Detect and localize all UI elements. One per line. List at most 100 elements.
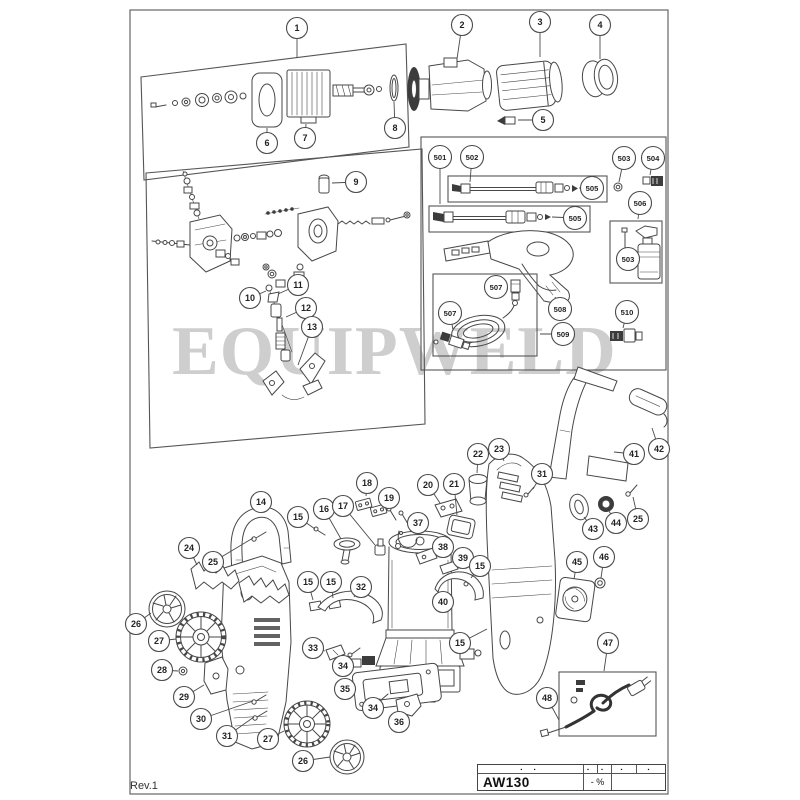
part-label-27: 27 xyxy=(147,629,177,653)
svg-text:30: 30 xyxy=(196,714,206,724)
part-label-15: 15 xyxy=(468,554,492,579)
svg-text:506: 506 xyxy=(634,199,647,208)
svg-text:19: 19 xyxy=(384,493,394,503)
svg-text:15: 15 xyxy=(303,577,313,587)
part-label-1: 1 xyxy=(285,16,309,58)
svg-text:509: 509 xyxy=(557,330,570,339)
svg-text:27: 27 xyxy=(263,734,273,744)
part-label-18: 18 xyxy=(355,471,379,497)
seal-43 xyxy=(569,493,589,521)
svg-text:6: 6 xyxy=(264,138,269,148)
svg-text:45: 45 xyxy=(572,557,582,567)
bracket-38 xyxy=(415,547,438,565)
part-label-15: 15 xyxy=(448,628,488,655)
svg-text:27: 27 xyxy=(154,636,164,646)
funnel-16 xyxy=(333,537,361,565)
clamp-37 xyxy=(397,530,418,548)
svg-text:48: 48 xyxy=(542,693,552,703)
sheet-border xyxy=(129,9,669,795)
screw-25-left xyxy=(251,531,267,542)
part-label-26: 26 xyxy=(291,749,331,773)
svg-text:46: 46 xyxy=(599,552,609,562)
part-label-4: 4 xyxy=(588,13,612,59)
screw-15-left xyxy=(313,526,326,536)
ubracket-40 xyxy=(434,571,484,601)
part-label-46: 46 xyxy=(592,545,616,579)
part-label-6: 6 xyxy=(255,128,279,155)
svg-text:20: 20 xyxy=(423,480,433,490)
part-label-2: 2 xyxy=(450,13,474,60)
model-spec: - % xyxy=(584,774,612,790)
part-label-25: 25 xyxy=(626,496,650,531)
part-label-34: 34 xyxy=(331,654,355,678)
adapter-510 xyxy=(610,328,643,343)
bracket-36 xyxy=(395,693,422,717)
revision-text: Rev.1 xyxy=(130,780,158,792)
part-label-510: 510 xyxy=(614,299,640,329)
part-label-48: 48 xyxy=(535,686,560,721)
fitting-504 xyxy=(642,176,663,186)
svg-text:1: 1 xyxy=(294,23,299,33)
motor-housing-3 xyxy=(496,60,563,111)
part-label-40: 40 xyxy=(431,590,455,614)
clip-39 xyxy=(439,560,459,575)
svg-text:26: 26 xyxy=(298,756,308,766)
svg-text:15: 15 xyxy=(455,638,465,648)
pump-head-assembly xyxy=(407,57,492,112)
part-label-32: 32 xyxy=(349,575,373,599)
svg-text:29: 29 xyxy=(179,692,189,702)
svg-text:15: 15 xyxy=(326,577,336,587)
part-label-501: 501 xyxy=(427,144,453,204)
plate-18a xyxy=(354,497,373,511)
table-header-col2b: ▪ xyxy=(598,765,612,773)
svg-text:32: 32 xyxy=(356,582,366,592)
svg-text:34: 34 xyxy=(368,703,378,713)
part-label-25: 25 xyxy=(201,537,254,574)
part-label-31: 31 xyxy=(215,716,255,748)
part-label-3: 3 xyxy=(528,10,552,57)
svg-text:41: 41 xyxy=(629,449,639,459)
part-label-509: 509 xyxy=(540,321,576,347)
svg-text:502: 502 xyxy=(466,153,479,162)
svg-text:33: 33 xyxy=(308,643,318,653)
svg-text:36: 36 xyxy=(394,717,404,727)
part-label-7: 7 xyxy=(293,123,317,150)
part-label-47: 47 xyxy=(596,631,620,672)
part-label-29: 29 xyxy=(172,684,205,709)
inlet-nozzle-5 xyxy=(497,116,516,125)
hose-box xyxy=(432,273,538,357)
part-label-35: 35 xyxy=(333,677,357,701)
screw-34a xyxy=(347,647,361,658)
model-table-header: ▪ ▪ ▪ ▪ ▪ ▪ xyxy=(478,765,665,774)
part-label-503: 503 xyxy=(615,246,641,272)
clip-33 xyxy=(325,644,346,661)
wheel-27-lower xyxy=(283,700,331,748)
part-label-506: 506 xyxy=(627,190,653,220)
svg-text:503: 503 xyxy=(622,255,635,264)
svg-text:21: 21 xyxy=(449,479,459,489)
end-ring-4 xyxy=(581,58,619,98)
svg-text:9: 9 xyxy=(353,177,358,187)
lance-box-1 xyxy=(447,175,608,203)
part-label-508: 508 xyxy=(547,296,573,322)
svg-text:5: 5 xyxy=(540,115,545,125)
grip-42 xyxy=(628,388,668,428)
oring-503 xyxy=(613,182,623,192)
part-label-5: 5 xyxy=(518,108,555,132)
pump-valve-box xyxy=(145,148,426,449)
svg-text:505: 505 xyxy=(569,214,582,223)
part-label-8: 8 xyxy=(383,101,407,140)
power-cord-box-47 xyxy=(539,671,657,738)
wheel-cap-26-lower xyxy=(329,739,365,775)
upper-handle-41 xyxy=(548,366,629,482)
part-label-43: 43 xyxy=(581,516,605,541)
svg-text:24: 24 xyxy=(184,543,194,553)
pump-valve-exploded xyxy=(151,170,411,400)
part-label-31: 31 xyxy=(530,462,554,490)
table-header-col3b: ▪ xyxy=(647,766,655,773)
svg-text:39: 39 xyxy=(458,553,468,563)
svg-text:23: 23 xyxy=(494,444,504,454)
model-table: ▪ ▪ ▪ ▪ ▪ ▪ AW130 - % xyxy=(477,764,666,791)
svg-text:15: 15 xyxy=(475,561,485,571)
part-label-30: 30 xyxy=(189,700,254,731)
